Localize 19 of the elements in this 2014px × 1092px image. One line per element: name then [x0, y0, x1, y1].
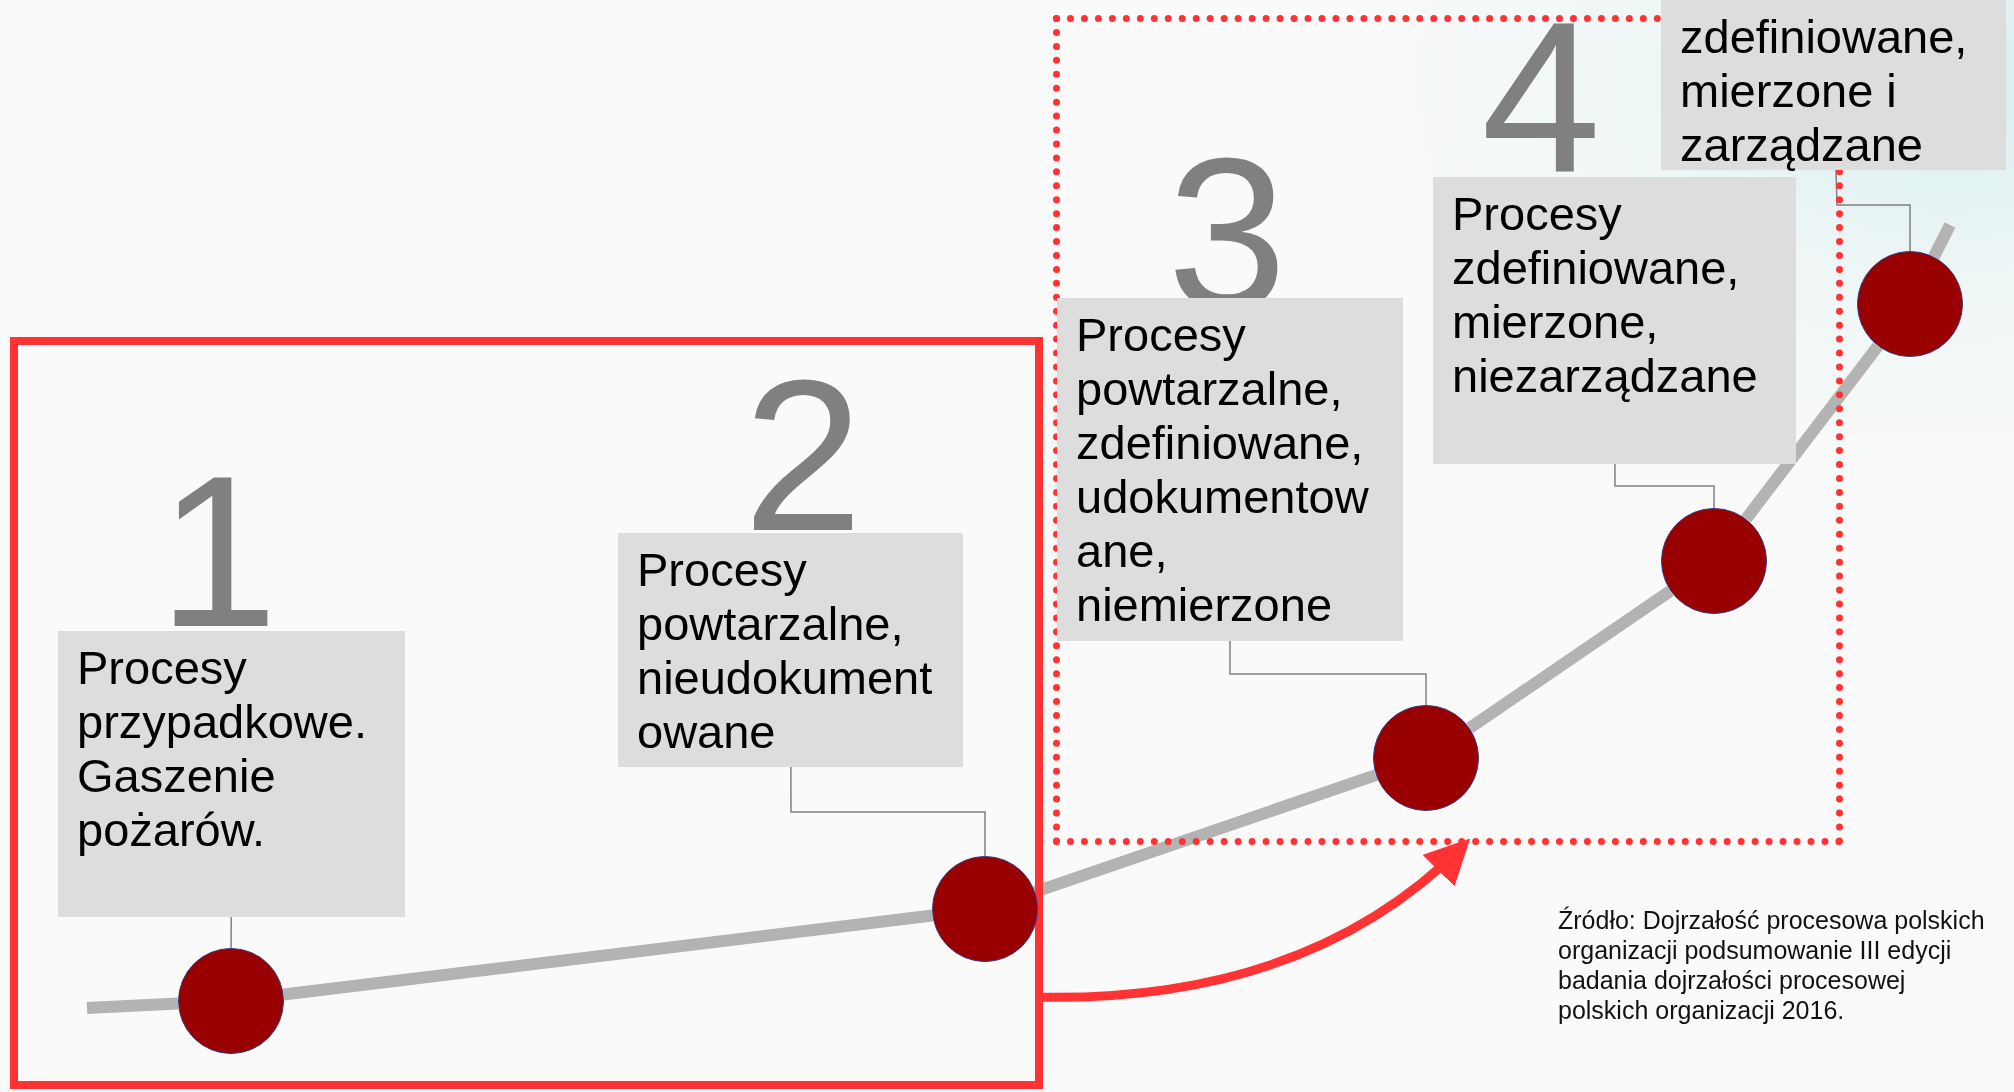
maturity-curve: [1928, 222, 1956, 260]
level-description-box: Procesy powtarzalne, nieudokument owane: [618, 533, 963, 767]
leader-line: [230, 916, 232, 949]
maturity-curve: [1466, 585, 1674, 734]
maturity-curve: [1033, 769, 1378, 898]
highlight-frame: [10, 337, 1043, 1089]
leader-line: [1229, 640, 1427, 706]
maturity-curve: [282, 909, 934, 1001]
leader-line: [1614, 463, 1715, 509]
level-description-box: Procesy powtarzalne, zdefiniowane, udokumentow ane, niemierzone: [1057, 298, 1403, 641]
level-description-box: zdefiniowane, mierzone i zarządzane: [1661, 0, 2006, 170]
maturity-curve: [1741, 342, 1883, 523]
source-note: Źródło: Dojrzałość procesowa polskich organizacji podsumowanie III edycji badania dojrzałości procesowej polskich organizacji 2016.: [1558, 905, 1986, 1025]
leader-line: [790, 766, 986, 857]
curved-arrow: [1042, 838, 1471, 1002]
level-description-box: Procesy zdefiniowane, mierzone, niezarządzane: [1433, 177, 1796, 464]
maturity-curve: [86, 997, 179, 1014]
leader-line: [1835, 169, 1911, 252]
level-description-box: Procesy przypadkowe. Gaszenie pożarów.: [58, 631, 405, 917]
